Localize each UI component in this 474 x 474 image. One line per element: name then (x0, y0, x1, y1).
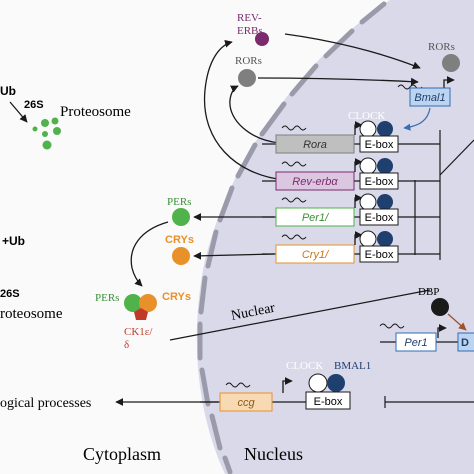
rev-erb-protein-icon (255, 32, 269, 46)
clock-protein-icon-1 (359, 120, 377, 138)
rev-erbs-label-2: ERBs (237, 25, 263, 37)
mrna-wave-per1-right (379, 323, 405, 329)
26s-label: 26S (24, 99, 44, 111)
ebox-4 (359, 245, 399, 263)
clock-protein-icon-2 (359, 157, 377, 175)
promoter-arrow-reverba (354, 158, 363, 172)
clock-label-top: CLOCK (348, 110, 385, 122)
26s-label-mid: 26S (0, 288, 20, 300)
rev-erbs-label: REV- (237, 12, 262, 24)
proteosome-label-top: Proteosome (60, 104, 131, 120)
mrna-wave-cry1 (281, 234, 307, 240)
rev-erb-feedback-arrow (203, 39, 286, 181)
rors-label-left: RORs (235, 55, 262, 67)
cry1-to-crys-arrow (193, 251, 275, 260)
d-box (457, 332, 474, 352)
d-box-label: D (461, 337, 469, 349)
ebox-label-1: E-box (365, 139, 394, 151)
per-protein-icon (172, 208, 190, 226)
ror-protein-icon-left (238, 69, 256, 87)
ebox-label-5: E-box (314, 396, 343, 408)
rora-feedback-arrow (229, 85, 281, 144)
ccg-gene-box (219, 392, 273, 412)
inhibition-line-right (439, 139, 474, 176)
complex-per-icon (124, 294, 142, 312)
reverba-gene-box (275, 171, 355, 191)
bmal1-protein-icon-2 (377, 158, 393, 174)
bmal1-gene-label: Bmal1 (414, 92, 445, 104)
bmal1-protein-icon-3 (377, 194, 393, 210)
ebox-label-3: E-box (365, 212, 394, 224)
per-cry-to-complex-arrow (130, 221, 169, 287)
ebox-label-2: E-box (365, 176, 394, 188)
promoter-arrow-per1 (354, 194, 363, 208)
ebox-label-4: E-box (365, 249, 394, 261)
ebox-2 (359, 172, 399, 190)
per1-right-gene-box (395, 332, 437, 352)
ub-label: Ub (0, 84, 16, 98)
per1-gene-box (275, 207, 355, 227)
ebox-5 (305, 391, 351, 410)
ebox-1 (359, 135, 399, 153)
cry1-gene-box (275, 244, 355, 264)
per1-gene-label: Per1/ (302, 212, 329, 224)
bmal1-protein-icon-4 (377, 231, 393, 247)
mrna-wave-per1 (281, 197, 307, 203)
clock-protein-icon-3 (359, 193, 377, 211)
ror-protein-icon-right (442, 54, 460, 72)
rora-gene-box (275, 134, 355, 154)
bmal1-protein-icon-5 (327, 374, 345, 392)
rora-gene-label: Rora (303, 139, 327, 151)
proteosome-fragments-icon (32, 117, 61, 150)
promoter-arrow-cry1 (354, 231, 363, 245)
ck1-label: CK1ε/ (124, 326, 153, 338)
clock-protein-icon-4 (359, 230, 377, 248)
ccg-gene-label: ccg (237, 397, 255, 409)
ebox-3 (359, 208, 399, 226)
rev-erb-to-bmal1-arrow (284, 33, 421, 70)
bmal1-label-bottom: BMAL1 (334, 360, 371, 372)
ck1-label-2: δ (124, 339, 129, 351)
complex-cry-icon (139, 294, 157, 312)
promoter-arrow-per1-right (437, 324, 447, 338)
nuclear-import-line (169, 289, 431, 341)
promoter-arrow-rora (354, 121, 363, 135)
cytoplasm-label: Cytoplasm (83, 444, 161, 464)
proteosome-label-mid: roteosome (0, 306, 63, 322)
clock-protein-icon-5 (308, 373, 328, 393)
complex-ck1-icon (134, 308, 148, 320)
bmal1-to-clock-arrow (403, 107, 431, 131)
dbp-arrow (447, 313, 467, 331)
nucleus-region (196, 0, 474, 474)
pers-label-complex: PERs (95, 292, 119, 304)
crys-label-top: CRYs (165, 234, 194, 246)
nucleus-label: Nucleus (244, 444, 303, 464)
rors-label-right: RORs (428, 41, 455, 53)
mrna-wave-ccg (225, 382, 251, 388)
bmal1-protein-icon-1 (377, 121, 393, 137)
degradation-arrow-top (9, 101, 28, 123)
bmal1-gene-box (409, 87, 451, 107)
crys-label-complex: CRYs (162, 291, 191, 303)
dbp-label: DBP (418, 286, 439, 298)
cry-protein-icon (172, 247, 190, 265)
nuclear-membrane (197, 1, 387, 474)
ub-label-mid: +Ub (2, 234, 25, 248)
biological-processes-label: ogical processes (0, 396, 91, 411)
mrna-wave-reverba (281, 161, 307, 167)
dbp-protein-icon (431, 298, 449, 316)
mrna-wave-rora (281, 125, 307, 131)
clock-label-bottom: CLOCK (286, 360, 323, 372)
promoter-arrow-ccg (282, 377, 293, 393)
ror-to-bmal1-arrow (257, 77, 419, 86)
reverba-gene-label: Rev-erbα (292, 176, 338, 188)
per1-right-gene-label: Per1 (404, 337, 427, 349)
cry1-gene-label: Cry1/ (302, 249, 329, 261)
pers-label-top: PERs (167, 196, 191, 208)
